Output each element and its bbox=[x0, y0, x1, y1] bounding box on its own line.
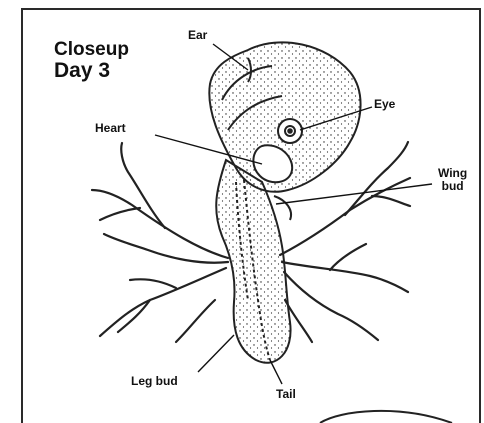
title-line-1: Closeup bbox=[54, 40, 129, 60]
label-wing-bud-line-2: bud bbox=[438, 180, 467, 193]
title-line-2: Day 3 bbox=[54, 60, 129, 82]
next-figure-edge bbox=[320, 411, 452, 423]
label-heart: Heart bbox=[95, 122, 126, 135]
label-leg-bud: Leg bud bbox=[131, 375, 178, 388]
label-wing-bud: Wing bud bbox=[438, 167, 467, 193]
label-ear: Ear bbox=[188, 29, 207, 42]
figure-title: Closeup Day 3 bbox=[54, 40, 129, 82]
blood-vessels-left bbox=[92, 143, 228, 342]
label-eye: Eye bbox=[374, 98, 395, 111]
label-tail: Tail bbox=[276, 388, 296, 401]
